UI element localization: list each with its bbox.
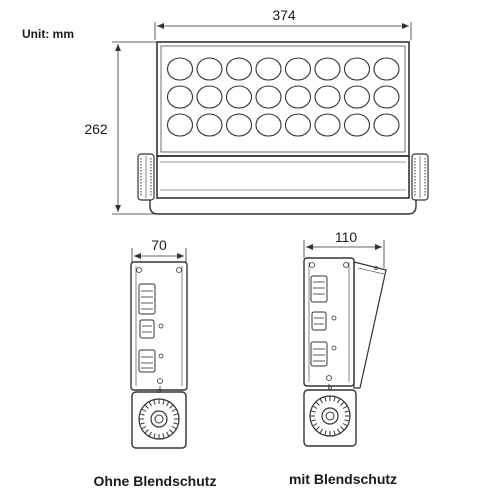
led-lens bbox=[284, 57, 312, 81]
front-housing bbox=[156, 41, 410, 157]
led-lens bbox=[255, 57, 282, 81]
led-lens bbox=[314, 57, 341, 81]
left-adjustment-knob bbox=[137, 153, 155, 201]
led-lens bbox=[166, 85, 194, 109]
led-lens bbox=[166, 113, 194, 137]
front-height-label: 262 bbox=[84, 121, 108, 137]
side-bracket bbox=[131, 391, 187, 449]
led-lens bbox=[314, 113, 341, 137]
side-view-with-shield: 110 bbox=[289, 229, 397, 487]
shield-tilt-adjustment-dial bbox=[309, 386, 351, 437]
cooling-fins-top bbox=[138, 283, 156, 315]
led-lens bbox=[284, 85, 312, 109]
right-adjustment-knob bbox=[411, 153, 429, 201]
led-lens bbox=[343, 85, 371, 109]
cooling-fins-middle bbox=[139, 319, 164, 339]
led-lens bbox=[225, 113, 253, 137]
caption-with-shield: mit Blendschutz bbox=[289, 471, 397, 487]
glare-shield bbox=[353, 261, 387, 389]
shield-side-bracket bbox=[303, 389, 357, 447]
caption-no-shield: Ohne Blendschutz bbox=[94, 473, 217, 489]
front-height-dimension: 262 bbox=[84, 41, 158, 215]
led-lens bbox=[373, 113, 400, 137]
led-lens bbox=[284, 113, 312, 137]
led-lens bbox=[225, 57, 253, 81]
shield-cooling-fins-top bbox=[310, 275, 328, 303]
shield-width-label: 110 bbox=[335, 229, 358, 245]
unit-label: Unit: mm bbox=[22, 27, 74, 41]
cooling-fins-bottom bbox=[138, 349, 164, 373]
side-body bbox=[130, 261, 188, 391]
shield-width-dimension: 110 bbox=[303, 229, 385, 268]
led-lens bbox=[166, 57, 194, 81]
led-lens bbox=[343, 57, 371, 81]
led-lens bbox=[343, 113, 371, 137]
side-width-dimension: 70 bbox=[131, 237, 187, 262]
led-lens bbox=[196, 85, 223, 109]
led-lens-grid bbox=[166, 57, 400, 137]
side-width-label: 70 bbox=[151, 237, 167, 253]
front-width-label: 374 bbox=[272, 7, 296, 23]
led-lens bbox=[373, 57, 400, 81]
led-lens bbox=[196, 113, 223, 137]
shield-cooling-fins-bottom bbox=[310, 341, 337, 367]
led-lens bbox=[255, 85, 282, 109]
led-lens bbox=[373, 85, 400, 109]
led-lens bbox=[314, 85, 341, 109]
shield-cooling-fins-middle bbox=[311, 311, 337, 331]
led-lens bbox=[255, 113, 282, 137]
front-view: 374 262 bbox=[84, 7, 429, 215]
front-width-dimension: 374 bbox=[154, 7, 412, 40]
tilt-adjustment-dial bbox=[138, 389, 180, 440]
led-lens bbox=[225, 85, 253, 109]
side-view-no-shield: 70 Ohne bbox=[94, 237, 217, 489]
front-bracket bbox=[149, 172, 417, 215]
led-lens bbox=[196, 57, 223, 81]
front-lower-body bbox=[156, 155, 410, 199]
